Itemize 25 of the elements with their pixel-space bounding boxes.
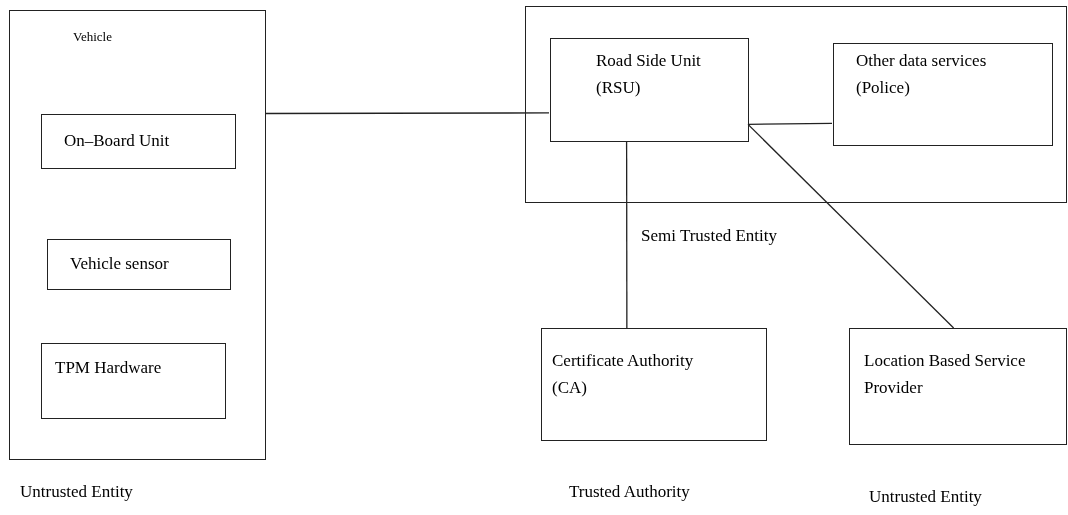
group-frame: [9, 10, 266, 460]
entity-box: [41, 114, 236, 169]
node-label: Vehicle: [73, 28, 113, 46]
node-label: Location Based Service Provider: [864, 350, 1027, 399]
entity-box: [833, 43, 1053, 146]
entity-caption: Untrusted Entity: [869, 487, 982, 507]
group-frame: [525, 6, 1067, 203]
connector-line: [265, 112, 550, 115]
node-label: Other data services (Police): [856, 50, 988, 99]
entity-box: [550, 38, 749, 142]
node-label: TPM Hardware: [55, 357, 163, 379]
node-label: On–Board Unit: [64, 130, 171, 152]
connector-line: [625, 140, 628, 329]
connector-line: [747, 122, 833, 125]
node-label: Certificate Authority (CA): [552, 350, 695, 399]
entity-caption: Untrusted Entity: [20, 482, 133, 502]
node-label: Road Side Unit (RSU): [596, 50, 702, 99]
node-label: Vehicle sensor: [70, 253, 170, 275]
entity-box: [41, 343, 226, 419]
entity-box: [47, 239, 231, 290]
entity-caption: Trusted Authority: [569, 482, 690, 502]
entity-box: [849, 328, 1067, 445]
entity-caption: Semi Trusted Entity: [641, 226, 778, 246]
connector-line: [747, 123, 955, 329]
entity-box: [541, 328, 767, 441]
